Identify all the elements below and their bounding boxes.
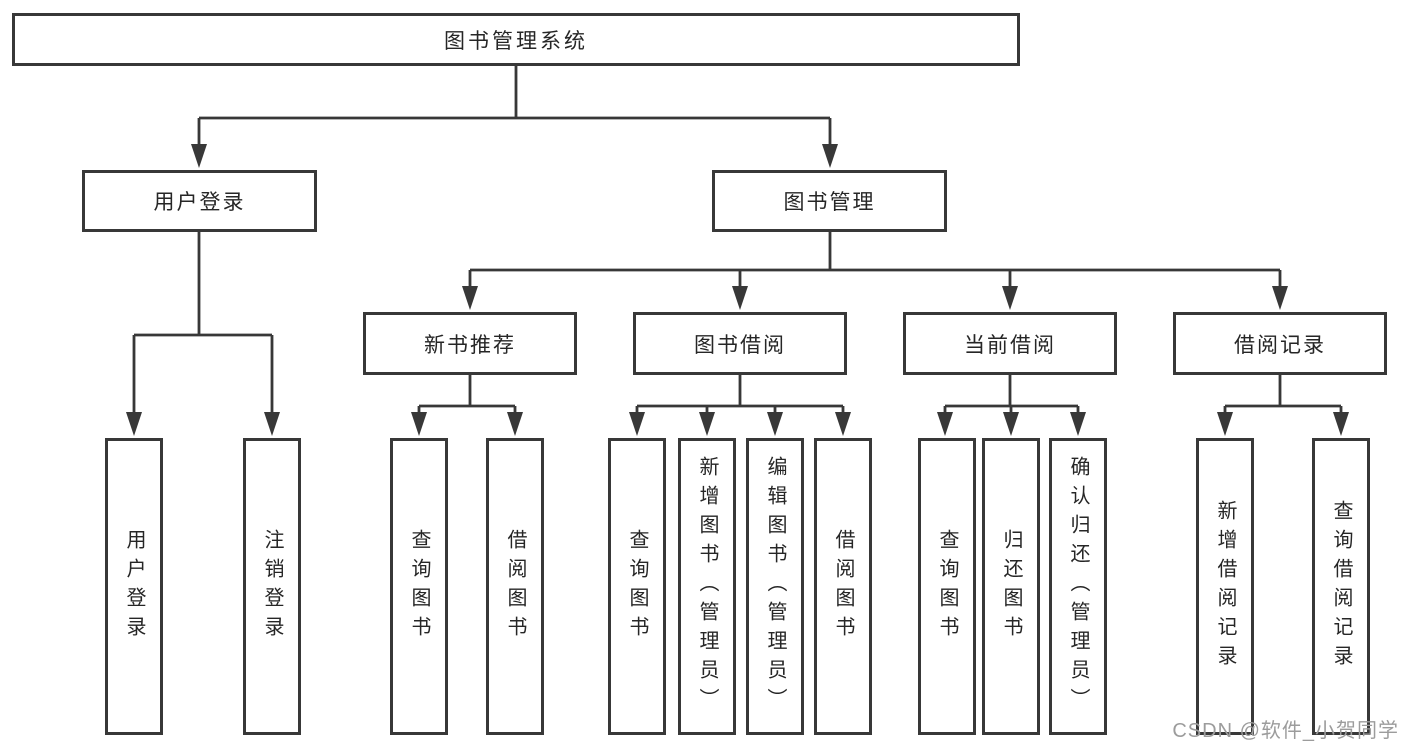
connector-root-to-level2 bbox=[197, 66, 832, 148]
node-label: 新书推荐 bbox=[424, 333, 516, 357]
node-label: 新增图书（管理员） bbox=[696, 456, 718, 717]
connector-login-to-leaves bbox=[132, 232, 274, 416]
arrowhead bbox=[126, 412, 142, 436]
node-label: 借阅图书 bbox=[832, 528, 854, 645]
leaf-user-login: 用户登录 bbox=[105, 438, 163, 735]
node-label: 查询图书 bbox=[936, 528, 958, 645]
arrowhead bbox=[822, 144, 838, 168]
leaf-return-books: 归还图书 bbox=[982, 438, 1040, 735]
arrowhead bbox=[1070, 412, 1086, 436]
watermark-text: CSDN @软件_小贺同学 bbox=[1172, 720, 1399, 742]
arrowhead bbox=[507, 412, 523, 436]
node-label: 注销登录 bbox=[261, 528, 283, 645]
arrowhead bbox=[191, 144, 207, 168]
node-user-login: 用户登录 bbox=[82, 170, 317, 232]
node-label: 查询图书 bbox=[626, 528, 648, 645]
node-label: 编辑图书（管理员） bbox=[764, 456, 786, 717]
node-book-management: 图书管理 bbox=[712, 170, 947, 232]
node-borrow-records: 借阅记录 bbox=[1173, 312, 1387, 375]
leaf-query-books-recommend: 查询图书 bbox=[390, 438, 448, 735]
connector-borrow-to-leaves bbox=[635, 375, 845, 416]
node-root-system: 图书管理系统 bbox=[12, 13, 1020, 66]
node-label: 归还图书 bbox=[1000, 528, 1022, 645]
leaf-query-borrow-record: 查询借阅记录 bbox=[1312, 438, 1370, 735]
leaf-edit-books-admin: 编辑图书（管理员） bbox=[746, 438, 804, 735]
leaf-query-books-current: 查询图书 bbox=[918, 438, 976, 735]
arrowhead bbox=[1217, 412, 1233, 436]
connector-current-to-leaves bbox=[943, 375, 1080, 416]
arrowhead bbox=[1002, 286, 1018, 310]
arrowhead bbox=[937, 412, 953, 436]
arrowhead bbox=[835, 412, 851, 436]
arrowhead bbox=[732, 286, 748, 310]
node-label: 借阅图书 bbox=[504, 528, 526, 645]
arrowhead bbox=[411, 412, 427, 436]
node-label: 确认归还（管理员） bbox=[1067, 456, 1089, 717]
arrowhead bbox=[1272, 286, 1288, 310]
leaf-logout: 注销登录 bbox=[243, 438, 301, 735]
node-label: 查询借阅记录 bbox=[1330, 499, 1352, 674]
leaf-query-books-borrow: 查询图书 bbox=[608, 438, 666, 735]
arrowhead bbox=[629, 412, 645, 436]
leaf-borrow-books: 借阅图书 bbox=[814, 438, 872, 735]
node-label: 查询图书 bbox=[408, 528, 430, 645]
node-label: 新增借阅记录 bbox=[1214, 499, 1236, 674]
node-label: 图书管理 bbox=[783, 191, 876, 214]
node-new-book-recommend: 新书推荐 bbox=[363, 312, 577, 375]
node-book-borrow: 图书借阅 bbox=[633, 312, 847, 375]
arrowhead bbox=[767, 412, 783, 436]
arrowhead bbox=[699, 412, 715, 436]
leaf-confirm-return-admin: 确认归还（管理员） bbox=[1049, 438, 1107, 735]
arrowhead bbox=[1003, 412, 1019, 436]
arrowhead bbox=[1333, 412, 1349, 436]
connector-records-to-leaves bbox=[1223, 375, 1343, 416]
node-label: 图书管理系统 bbox=[444, 29, 588, 53]
leaf-add-books-admin: 新增图书（管理员） bbox=[678, 438, 736, 735]
connector-newbooks-to-leaves bbox=[417, 375, 517, 416]
arrowhead bbox=[264, 412, 280, 436]
node-label: 借阅记录 bbox=[1234, 333, 1326, 357]
connector-books-to-level3 bbox=[468, 232, 1282, 290]
leaf-borrow-books-recommend: 借阅图书 bbox=[486, 438, 544, 735]
node-label: 图书借阅 bbox=[694, 333, 786, 357]
node-label: 当前借阅 bbox=[964, 333, 1056, 357]
arrowhead bbox=[462, 286, 478, 310]
node-current-borrow: 当前借阅 bbox=[903, 312, 1117, 375]
leaf-add-borrow-record: 新增借阅记录 bbox=[1196, 438, 1254, 735]
node-label: 用户登录 bbox=[153, 191, 246, 214]
node-label: 用户登录 bbox=[123, 528, 145, 645]
